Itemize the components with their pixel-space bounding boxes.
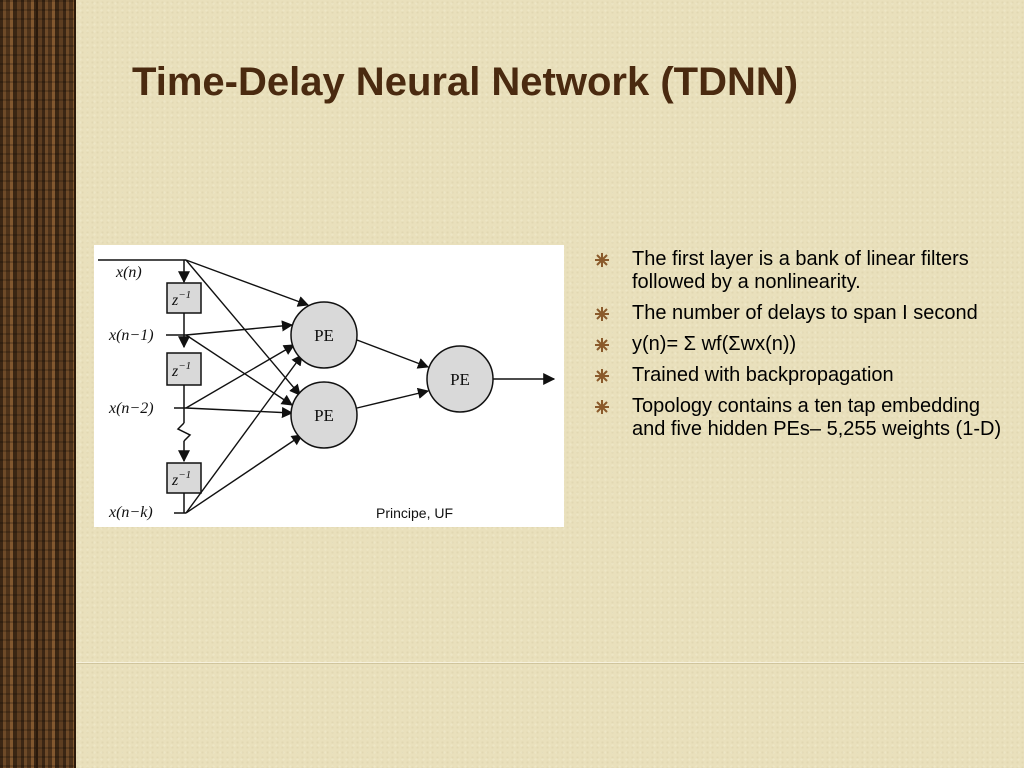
break-symbol [176, 422, 192, 442]
hidden-node-1 [290, 301, 358, 369]
output-node-label: PE [450, 370, 470, 389]
bullet-list: The first layer is a bank of linear filt… [592, 248, 1012, 449]
figure-caption: Principe, UF [376, 505, 454, 521]
hidden2-to-output [356, 387, 430, 409]
star-bullet-icon [595, 253, 609, 267]
input-label-k: x(n−k) [108, 504, 153, 521]
input-label-1: x(n−1) [108, 327, 154, 344]
delay-box-2 [166, 352, 202, 386]
input-label-0: x(n) [115, 264, 142, 281]
delay-label-2: z−1 [171, 360, 191, 380]
star-bullet-icon [595, 338, 609, 352]
slide-title: Time-Delay Neural Network (TDNN) [132, 60, 799, 104]
hidden-node-2-label: PE [314, 406, 334, 425]
side-bar-edge [74, 0, 76, 768]
bullet-text: The first layer is a bank of linear filt… [632, 248, 969, 293]
bullet-text: y(n)= Σ wf(Σwx(n)) [632, 333, 797, 355]
delay-box-1 [166, 282, 202, 314]
decorative-side-bar [0, 0, 76, 768]
bullet-text: The number of delays to span I second [632, 302, 978, 324]
input-to-hidden-connections [185, 259, 310, 514]
tdnn-diagram-svg: z−1 z−1 z−1 x(n) x(n−1) x(n−2) x(n−k) PE… [98, 259, 556, 521]
delay-label-1: z−1 [171, 289, 191, 309]
bullet-item: y(n)= Σ wf(Σwx(n)) [592, 333, 1012, 356]
bullet-item: Trained with backpropagation [592, 364, 1012, 387]
bullet-item: Topology contains a ten tap embedding an… [592, 395, 1012, 441]
bullet-item: The number of delays to span I second [592, 302, 1012, 325]
bullet-text: Topology contains a ten tap embedding an… [632, 395, 1002, 440]
bullet-text: Trained with backpropagation [632, 364, 894, 386]
hidden-node-2 [290, 381, 358, 449]
footer-divider-shadow [76, 663, 1024, 664]
bullet-item: The first layer is a bank of linear filt… [592, 248, 1012, 294]
delay-label-3: z−1 [171, 469, 191, 489]
star-bullet-icon [595, 369, 609, 383]
tdnn-diagram: z−1 z−1 z−1 x(n) x(n−1) x(n−2) x(n−k) PE… [94, 245, 564, 527]
star-bullet-icon [595, 400, 609, 414]
hidden-node-1-label: PE [314, 326, 334, 345]
star-bullet-icon [595, 307, 609, 321]
footer-divider [76, 662, 1024, 663]
input-label-2: x(n−2) [108, 400, 154, 417]
delay-box-3 [166, 462, 202, 494]
hidden1-to-output [356, 339, 430, 369]
